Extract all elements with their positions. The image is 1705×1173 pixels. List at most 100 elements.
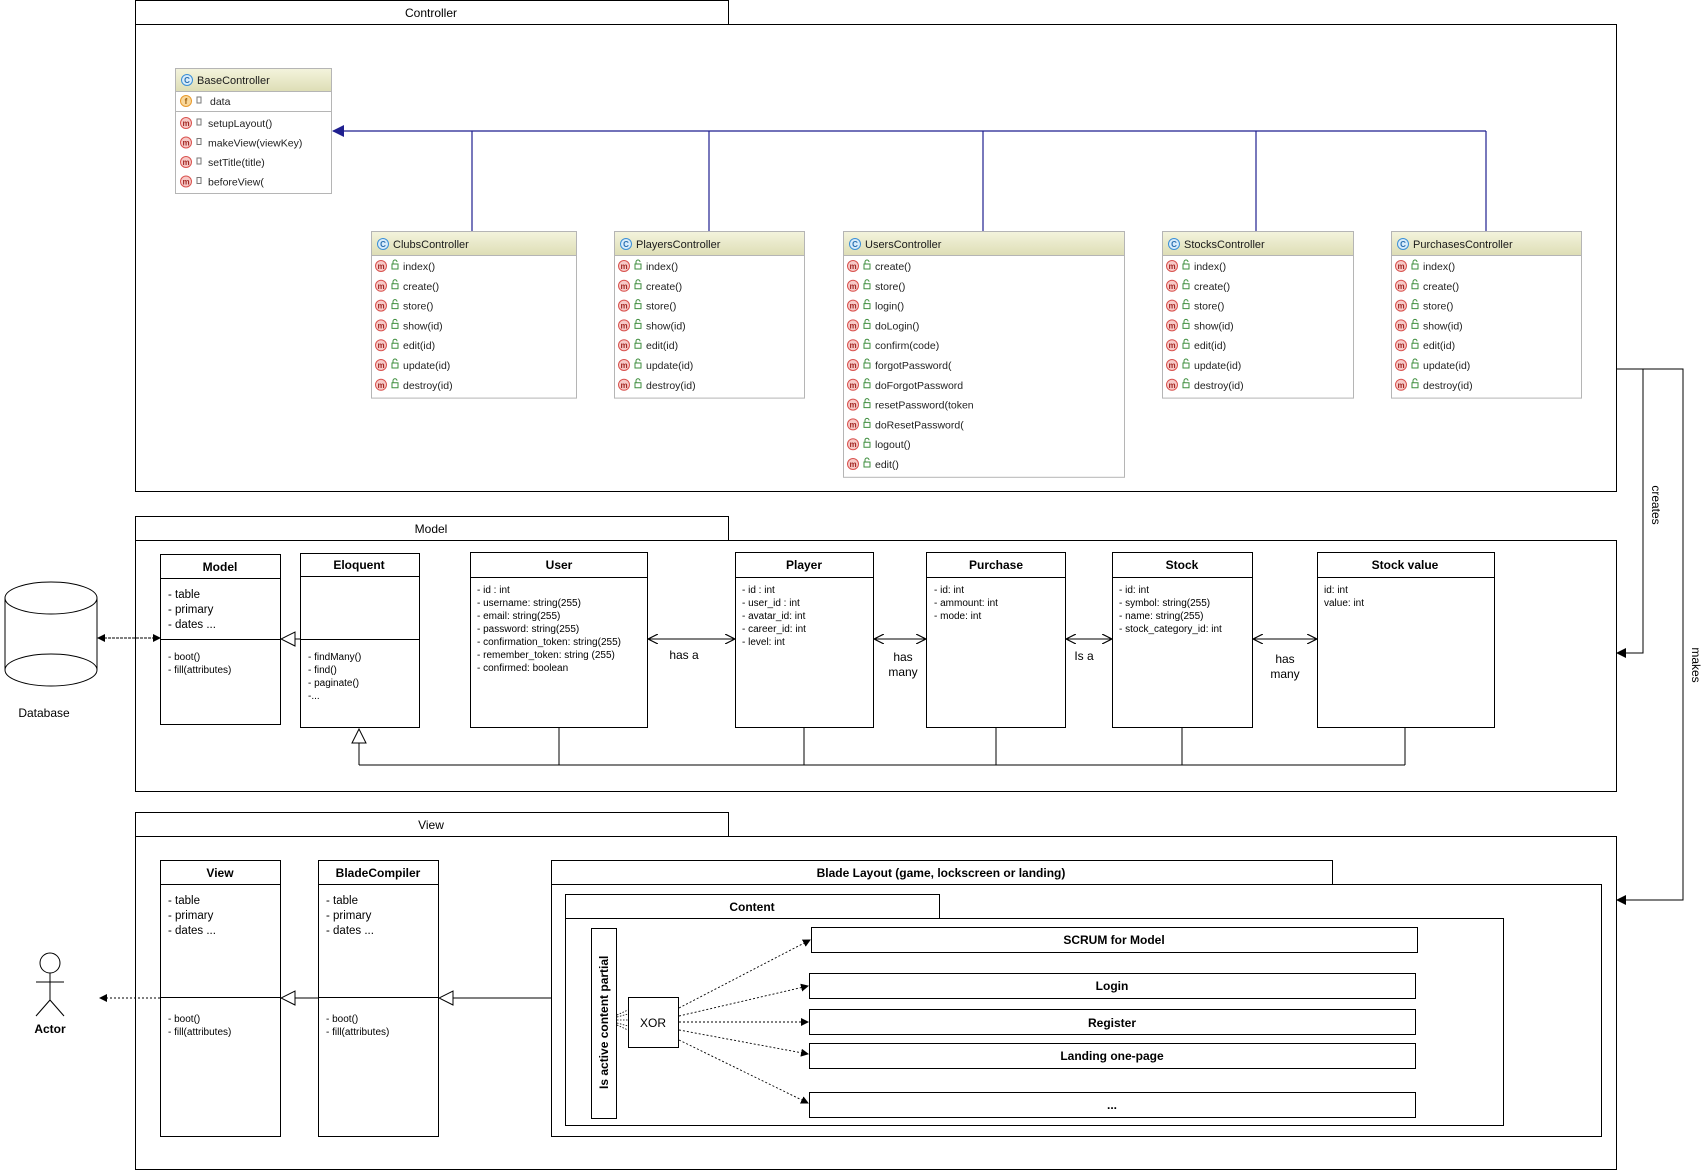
method-name: beforeView( xyxy=(208,177,264,189)
player-attr: - id : int xyxy=(742,585,775,596)
stock-value-attr: id: int xyxy=(1324,585,1348,596)
controller-inheritance xyxy=(332,125,1487,231)
method-name: resetPassword(token xyxy=(875,400,974,412)
method-name: forgotPassword( xyxy=(875,360,952,372)
svg-text:m: m xyxy=(1397,262,1404,271)
method-icon xyxy=(1166,319,1178,332)
blade-compiler-class: BladeCompiler - table - primary - dates … xyxy=(318,860,439,1137)
method-icon xyxy=(1395,319,1407,332)
lock-icon xyxy=(196,118,202,126)
field-icon xyxy=(180,95,192,107)
svg-text:m: m xyxy=(849,381,856,390)
method-icon xyxy=(1166,359,1178,371)
svg-text:C: C xyxy=(1171,240,1177,249)
actor-icon xyxy=(35,952,65,1017)
player-class: Player - id : int - user_id : int - avat… xyxy=(735,552,874,728)
target-login: Login xyxy=(1096,979,1129,993)
controller-name: UsersController xyxy=(865,239,942,251)
actor-label: Actor xyxy=(34,1022,66,1036)
database-icon: Database xyxy=(4,581,98,720)
view-class: View - table - primary - dates ... - boo… xyxy=(160,860,281,1137)
public-lock-icon xyxy=(634,338,642,349)
public-lock-icon xyxy=(391,318,399,329)
svg-text:m: m xyxy=(849,460,856,469)
svg-text:C: C xyxy=(184,76,190,85)
method-icon xyxy=(1395,260,1407,272)
svg-text:m: m xyxy=(1168,381,1175,390)
method-icon xyxy=(618,339,630,352)
method-name: destroy(id) xyxy=(1194,380,1244,392)
partial-xor-links xyxy=(616,1009,629,1031)
method-name: store() xyxy=(1194,301,1224,313)
method-icon xyxy=(847,378,859,391)
method-icon xyxy=(375,260,387,272)
stock-attr: - name: string(255) xyxy=(1119,611,1203,622)
public-lock-icon xyxy=(391,378,399,389)
target-box xyxy=(811,927,1418,953)
model-method: - boot() xyxy=(168,652,200,663)
svg-text:m: m xyxy=(849,440,856,449)
method-icon xyxy=(375,319,387,332)
class-icon xyxy=(181,74,193,86)
relation-player-purchase: many xyxy=(888,665,917,679)
public-lock-icon xyxy=(1411,338,1419,349)
blade-compiler-attr: - dates ... xyxy=(326,925,374,937)
public-lock-icon xyxy=(863,279,871,290)
method-name: update(id) xyxy=(1423,360,1470,372)
player-class-title: Player xyxy=(786,558,822,572)
relation-stock-value: many xyxy=(1270,667,1299,681)
target-scrum: SCRUM for Model xyxy=(1063,933,1164,947)
public-lock-icon xyxy=(863,299,871,310)
stock-class-title: Stock xyxy=(1166,558,1199,572)
purchase-attr: - ammount: int xyxy=(934,598,998,609)
public-lock-icon xyxy=(863,358,871,369)
public-lock-icon xyxy=(1182,259,1190,270)
method-icon xyxy=(847,279,859,292)
svg-text:m: m xyxy=(620,321,627,330)
eloquent-class: Eloquent - findMany() - find() - paginat… xyxy=(300,553,420,728)
method-icon xyxy=(375,299,387,312)
public-lock-icon xyxy=(863,437,871,448)
svg-text:m: m xyxy=(1168,341,1175,350)
svg-text:m: m xyxy=(849,321,856,330)
method-name: index() xyxy=(403,261,435,273)
class-icon xyxy=(849,238,861,250)
method-name: destroy(id) xyxy=(1423,380,1473,392)
public-lock-icon xyxy=(1411,378,1419,389)
method-icon xyxy=(1395,359,1407,371)
target-box xyxy=(809,1092,1416,1118)
method-name: edit() xyxy=(875,459,899,471)
blade-layout-title: Blade Layout (game, lockscreen or landin… xyxy=(817,866,1066,880)
class-icon xyxy=(620,238,632,250)
player-attr: - avatar_id: int xyxy=(742,611,806,622)
method-icon xyxy=(847,260,859,272)
svg-text:m: m xyxy=(1168,282,1175,291)
svg-text:m: m xyxy=(377,381,384,390)
stock-value-class-title: Stock value xyxy=(1372,558,1439,572)
user-attr: - confirmation_token: string(255) xyxy=(477,637,621,648)
blade-compiler-method: - fill(attributes) xyxy=(326,1027,389,1038)
stock-attr: - stock_category_id: int xyxy=(1119,624,1222,635)
svg-text:m: m xyxy=(849,262,856,271)
public-lock-icon xyxy=(863,457,871,468)
public-lock-icon xyxy=(863,338,871,349)
svg-text:m: m xyxy=(1397,381,1404,390)
public-lock-icon xyxy=(1182,378,1190,389)
svg-text:m: m xyxy=(849,401,856,410)
method-icon xyxy=(180,117,192,129)
method-name: edit(id) xyxy=(1423,340,1455,352)
eloquent-class-title: Eloquent xyxy=(333,558,384,572)
user-attr: - email: string(255) xyxy=(477,611,560,622)
lock-icon xyxy=(196,96,202,104)
svg-text:m: m xyxy=(620,262,627,271)
player-attr: - user_id : int xyxy=(742,598,800,609)
public-lock-icon xyxy=(634,299,642,310)
svg-text:m: m xyxy=(849,361,856,370)
svg-text:m: m xyxy=(849,302,856,311)
public-lock-icon xyxy=(391,338,399,349)
blade-compiler-attr: - table xyxy=(326,895,358,907)
target-box xyxy=(809,973,1416,999)
